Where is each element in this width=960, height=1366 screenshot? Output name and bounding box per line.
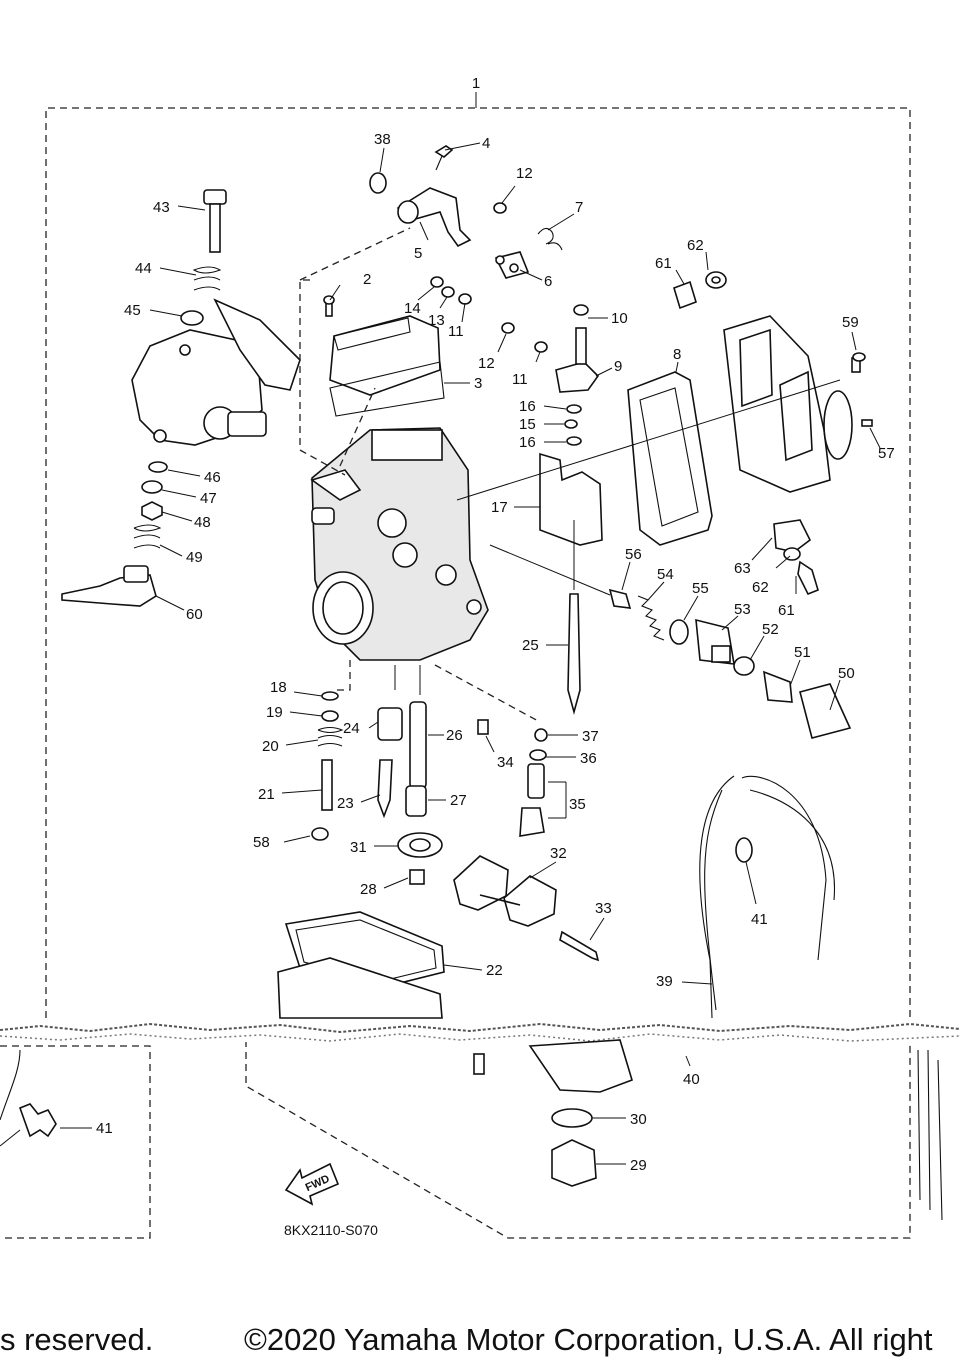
- callout-label: 10: [611, 310, 628, 327]
- callout-label: 45: [124, 302, 141, 319]
- callout-label: 53: [734, 601, 751, 618]
- callout-label: 49: [186, 549, 203, 566]
- callout-label: 29: [630, 1157, 647, 1174]
- callout-label: 35: [569, 796, 586, 813]
- callout-label: 25: [522, 637, 539, 654]
- callout-label: 43: [153, 199, 170, 216]
- callout-label: 23: [337, 795, 354, 812]
- fwd-arrow-icon: FWD: [284, 1162, 340, 1206]
- callout-label: 24: [343, 720, 360, 737]
- callout-label: 7: [575, 199, 583, 216]
- callout-label: 33: [595, 900, 612, 917]
- callout-label: 19: [266, 704, 283, 721]
- callout-label: 21: [258, 786, 275, 803]
- callout-label: 41: [96, 1120, 113, 1137]
- callout-label: 41: [751, 911, 768, 928]
- copyright-fragment-left: s reserved.: [0, 1322, 154, 1357]
- callout-label: 63: [734, 560, 751, 577]
- callout-label: 59: [842, 314, 859, 331]
- callout-label: 61: [778, 602, 795, 619]
- lower-parts: [0, 660, 943, 1221]
- callout-label: 56: [625, 546, 642, 563]
- callout-label: 61: [655, 255, 672, 272]
- diagram-code: 8KX2110-S070: [284, 1222, 378, 1238]
- callout-label: 13: [428, 312, 445, 329]
- callout-label: 30: [630, 1111, 647, 1128]
- callout-label: 22: [486, 962, 503, 979]
- callout-label: 2: [363, 271, 371, 288]
- right-side-parts: [456, 271, 873, 739]
- callout-label: 11: [448, 323, 464, 340]
- callout-label: 16: [519, 434, 536, 451]
- callout-label: 54: [657, 566, 674, 583]
- callout-label: 18: [270, 679, 287, 696]
- callout-label: 11: [512, 371, 528, 388]
- callout-label: 55: [692, 580, 709, 597]
- callout-label: 8: [673, 346, 681, 363]
- callout-label: 36: [580, 750, 597, 767]
- callout-label: 58: [253, 834, 270, 851]
- callout-label: 37: [582, 728, 599, 745]
- callout-label: 62: [752, 579, 769, 596]
- callout-label: 62: [687, 237, 704, 254]
- callout-label: 3: [474, 375, 482, 392]
- callout-label: 9: [614, 358, 622, 375]
- callout-label: 48: [194, 514, 211, 531]
- callout-label: 28: [360, 881, 377, 898]
- upper-linkage-parts: [323, 145, 603, 716]
- callout-label: 6: [544, 273, 552, 290]
- callout-label: 34: [497, 754, 514, 771]
- callout-label: 52: [762, 621, 779, 638]
- callout-label: 51: [794, 644, 811, 661]
- callout-label: 26: [446, 727, 463, 744]
- callout-label: 44: [135, 260, 152, 277]
- callout-label: 27: [450, 792, 467, 809]
- callout-label: 1: [472, 75, 480, 92]
- callout-label: 31: [350, 839, 367, 856]
- carburetor-body: [299, 227, 489, 661]
- assembly-boundary: [0, 92, 911, 1239]
- callout-label: 60: [186, 606, 203, 623]
- callout-label: 12: [516, 165, 533, 182]
- callout-label: 39: [656, 973, 673, 990]
- callout-label: 16: [519, 398, 536, 415]
- copyright-notice: ©2020 Yamaha Motor Corporation, U.S.A. A…: [244, 1322, 933, 1357]
- callout-label: 47: [200, 490, 217, 507]
- callout-label: 46: [204, 469, 221, 486]
- throttle-lever-assembly: [61, 189, 301, 607]
- callout-label: 14: [404, 300, 421, 317]
- callout-labels: 1 2 3 4 5 6 7 8 9 10 11 11 12 12 13 14 1…: [60, 75, 895, 1174]
- torn-scan-band: [0, 1020, 960, 1042]
- callout-label: 15: [519, 416, 536, 433]
- callout-label: 12: [478, 355, 495, 372]
- callout-label: 40: [683, 1071, 700, 1088]
- callout-label: 50: [838, 665, 855, 682]
- callout-label: 20: [262, 738, 279, 755]
- callout-label: 57: [878, 445, 895, 462]
- callout-label: 4: [482, 135, 490, 152]
- callout-label: 32: [550, 845, 567, 862]
- callout-label: 5: [414, 245, 422, 262]
- callout-label: 38: [374, 131, 391, 148]
- callout-label: 17: [491, 499, 508, 516]
